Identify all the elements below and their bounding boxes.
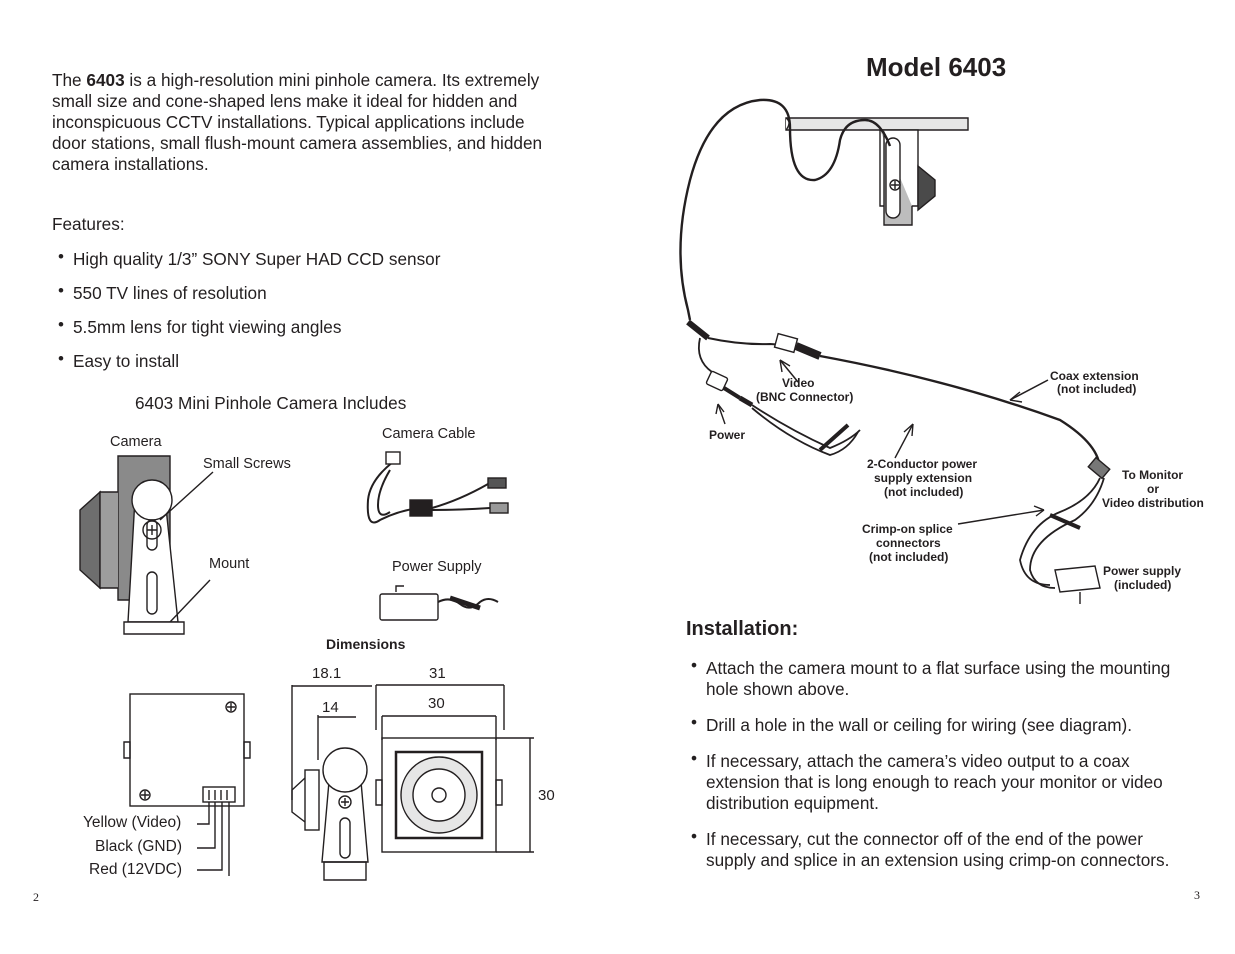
dimension-width-outer: 31 bbox=[429, 665, 446, 682]
side-view-drawing bbox=[291, 685, 372, 881]
installation-step: •Attach the camera mount to a flat surfa… bbox=[691, 655, 1171, 699]
power-supply-label: Power Supply bbox=[392, 559, 482, 575]
intro-paragraph: The 6403 is a high-resolution mini pinho… bbox=[52, 70, 543, 174]
page-title: Model 6403 bbox=[866, 52, 1007, 82]
front-view-drawing bbox=[375, 684, 534, 853]
bullet-icon: • bbox=[58, 315, 64, 334]
page-number-left: 2 bbox=[33, 890, 39, 904]
crimp-splice-label-1: Crimp-on splice bbox=[862, 522, 953, 536]
dimensions-heading: Dimensions bbox=[326, 636, 406, 652]
power-supply-included-label-1: Power supply bbox=[1103, 564, 1182, 578]
features-heading: Features: bbox=[52, 214, 125, 234]
power-supply-drawing bbox=[379, 585, 499, 621]
feature-item: •High quality 1/3” SONY Super HAD CCD se… bbox=[58, 247, 441, 269]
power-supply-included-label-2: (included) bbox=[1114, 578, 1172, 592]
crimp-splice-label-2: connectors bbox=[876, 536, 941, 550]
coax-not-included-label: (not included) bbox=[1057, 382, 1137, 396]
small-screws-label: Small Screws bbox=[203, 456, 291, 472]
feature-item: •Easy to install bbox=[58, 349, 180, 371]
monitor-label-2: or bbox=[1147, 482, 1159, 496]
installation-step: •If necessary, attach the camera’s video… bbox=[691, 748, 1163, 813]
installation-step: •If necessary, cut the connector off of … bbox=[691, 826, 1170, 870]
includes-heading: 6403 Mini Pinhole Camera Includes bbox=[135, 393, 407, 413]
installation-step: •Drill a hole in the wall or ceiling for… bbox=[691, 712, 1133, 735]
dimension-width: 30 bbox=[428, 695, 445, 712]
power-label: Power bbox=[709, 428, 746, 442]
crimp-splice-label-3: (not included) bbox=[869, 550, 949, 564]
bullet-icon: • bbox=[58, 247, 64, 266]
intro-model-number: 6403 bbox=[86, 70, 125, 90]
conductor-extension-label-1: 2-Conductor power bbox=[867, 457, 977, 471]
wire-black-label: Black (GND) bbox=[95, 838, 182, 855]
wire-red-label: Red (12VDC) bbox=[89, 861, 183, 878]
dimension-height: 30 bbox=[538, 787, 555, 804]
monitor-label-3: Video distribution bbox=[1102, 496, 1204, 510]
bullet-icon: • bbox=[691, 826, 698, 846]
wiring-diagram bbox=[679, 98, 1111, 604]
dimension-depth: 18.1 bbox=[312, 665, 342, 682]
bullet-icon: • bbox=[58, 281, 64, 300]
monitor-label-1: To Monitor bbox=[1122, 468, 1184, 482]
video-label: Video bbox=[782, 376, 815, 390]
coax-extension-label: Coax extension bbox=[1050, 369, 1139, 383]
bnc-connector-label: (BNC Connector) bbox=[756, 390, 854, 404]
bullet-icon: • bbox=[691, 748, 698, 768]
back-view-drawing bbox=[123, 693, 251, 876]
mount-label: Mount bbox=[209, 556, 250, 572]
bullet-icon: • bbox=[691, 712, 698, 732]
dimension-body-depth: 14 bbox=[322, 699, 339, 716]
camera-drawing bbox=[79, 455, 214, 635]
camera-cable-drawing bbox=[366, 451, 509, 524]
conductor-extension-label-2: supply extension bbox=[874, 471, 973, 485]
bullet-icon: • bbox=[58, 349, 64, 368]
feature-item: •550 TV lines of resolution bbox=[58, 281, 267, 303]
wire-yellow-label: Yellow (Video) bbox=[83, 814, 182, 831]
feature-item: •5.5mm lens for tight viewing angles bbox=[58, 315, 342, 337]
installation-heading: Installation: bbox=[686, 618, 799, 640]
camera-cable-label: Camera Cable bbox=[382, 426, 476, 442]
bullet-icon: • bbox=[691, 655, 698, 675]
conductor-extension-label-3: (not included) bbox=[884, 485, 964, 499]
page-number-right: 3 bbox=[1194, 888, 1200, 902]
camera-label: Camera bbox=[110, 434, 162, 450]
